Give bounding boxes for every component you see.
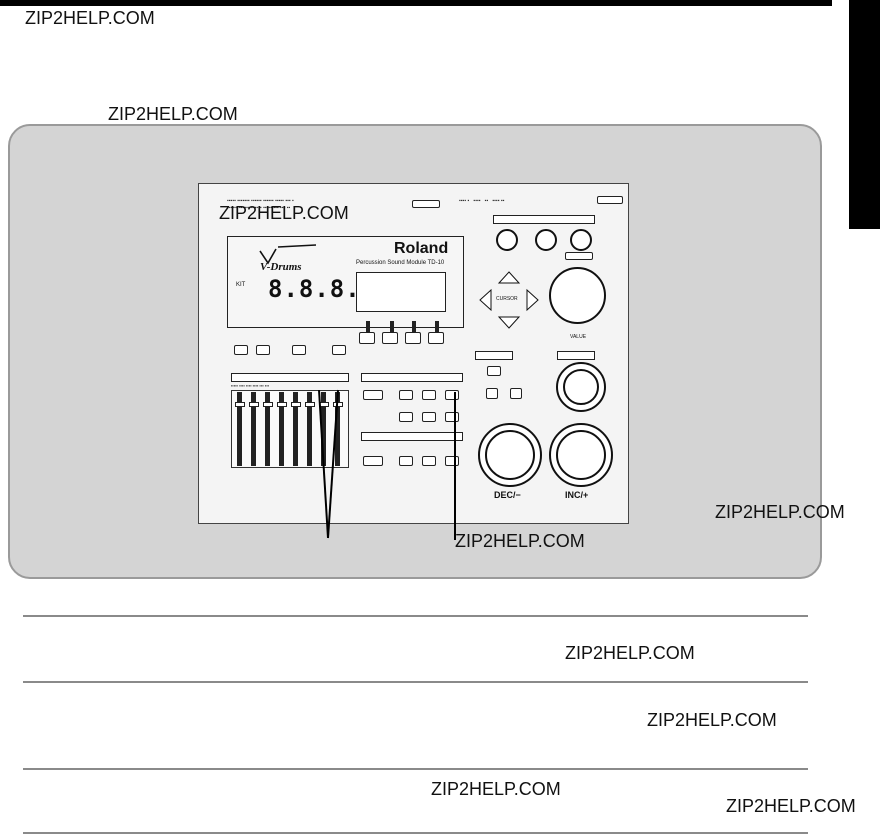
cursor-pad[interactable]: CURSOR [479, 271, 539, 329]
watermark: ZIP2HELP.COM [431, 779, 561, 799]
edit-section-header [361, 373, 463, 382]
model-line: Percussion Sound Module TD-10 [356, 260, 445, 266]
watermark: ZIP2HELP.COM [455, 531, 585, 551]
arrow-up-icon [497, 271, 521, 284]
f4-button[interactable] [428, 332, 444, 344]
v-drums-logo [256, 243, 326, 269]
function-button[interactable] [422, 456, 436, 466]
top-small-button[interactable] [412, 200, 440, 208]
watermark: ZIP2HELP.COM [565, 643, 695, 663]
inc-label: INC/+ [565, 490, 589, 500]
cursor-label: CURSOR [496, 296, 518, 302]
top-bar [0, 0, 832, 6]
kit-button[interactable] [487, 366, 501, 376]
edit-button[interactable] [399, 412, 413, 422]
pad-button[interactable] [363, 390, 383, 400]
watermark: ZIP2HELP.COM [108, 104, 238, 124]
fader-handle[interactable] [263, 402, 273, 407]
arrow-right-icon [526, 288, 539, 312]
knob-icon[interactable] [570, 229, 592, 251]
top-right-button[interactable] [597, 196, 623, 204]
function-section-header [361, 432, 463, 441]
section-header-strip [493, 215, 595, 224]
dec-label: DEC/− [494, 490, 521, 500]
fader-handle[interactable] [249, 402, 259, 407]
led-display: 8.8.8. [268, 275, 361, 303]
fader-handle[interactable] [235, 402, 245, 407]
function-button[interactable] [445, 456, 459, 466]
inc-button[interactable] [549, 423, 613, 487]
fader-handle[interactable] [305, 402, 315, 407]
fader-handle[interactable] [291, 402, 301, 407]
preview-header [557, 351, 595, 360]
chain-button[interactable] [256, 345, 270, 355]
watermark: ZIP2HELP.COM [25, 8, 155, 28]
edit-button[interactable] [445, 412, 459, 422]
trigger-button[interactable] [292, 345, 306, 355]
display-panel: V-Drums Roland Percussion Sound Module T… [227, 236, 464, 328]
knob-icon[interactable] [535, 229, 557, 251]
kit-label: KIT [236, 282, 246, 288]
preview-pad[interactable] [556, 362, 606, 412]
dec-button[interactable] [478, 423, 542, 487]
exit-button[interactable] [332, 345, 346, 355]
small-button[interactable] [510, 388, 522, 399]
f2-button[interactable] [382, 332, 398, 344]
section-tab [849, 0, 880, 229]
edit-button[interactable] [422, 412, 436, 422]
divider [23, 832, 808, 834]
edit-button[interactable] [399, 390, 413, 400]
watermark: ZIP2HELP.COM [647, 710, 777, 730]
function-button[interactable] [399, 456, 413, 466]
roland-brand: Roland [394, 240, 449, 257]
divider [23, 768, 808, 770]
value-label: VALUE [570, 334, 587, 340]
value-dial[interactable] [549, 267, 606, 324]
f3-button[interactable] [405, 332, 421, 344]
watermark: ZIP2HELP.COM [726, 796, 856, 816]
fader-handle[interactable] [277, 402, 287, 407]
td10-module: ▪▪▪▪▪ ▪▪▪▪▪▪▪ ▪▪▪▪▪▪ ▪▪▪▪▪▪ ▪▪▪▪▪ ▪▪▪ ▪ … [198, 183, 629, 524]
lcd-screen [356, 272, 446, 312]
edit-button[interactable] [422, 390, 436, 400]
f1-button[interactable] [359, 332, 375, 344]
watermark: ZIP2HELP.COM [715, 502, 845, 522]
function-button[interactable] [363, 456, 383, 466]
divider [23, 681, 808, 683]
watermark: ZIP2HELP.COM [219, 203, 349, 223]
setup-button[interactable] [234, 345, 248, 355]
v-drums-logo-text: V-Drums [260, 261, 302, 273]
arrow-down-icon [497, 316, 521, 329]
divider [23, 615, 808, 617]
arrow-left-icon [479, 288, 492, 312]
phones-button[interactable] [565, 252, 593, 260]
edit-button[interactable] [445, 390, 459, 400]
knob-icon[interactable] [496, 229, 518, 251]
fader-section-header [231, 373, 349, 382]
kit-select-header [475, 351, 513, 360]
small-button[interactable] [486, 388, 498, 399]
